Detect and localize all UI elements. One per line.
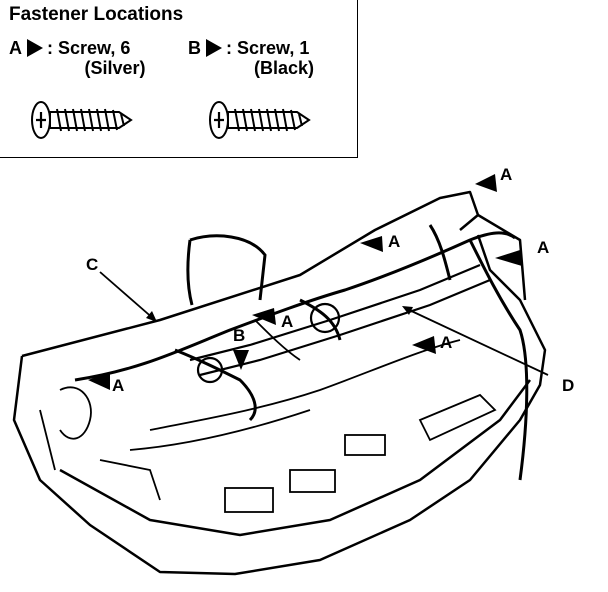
key-b-label: : Screw, 1 [226, 38, 310, 58]
fastener-arrows [88, 174, 522, 390]
legend-title: Fastener Locations [9, 4, 184, 25]
key-a-letter: A [9, 38, 22, 58]
key-b-note: (Black) [253, 58, 315, 78]
fastener-legend: Fastener Locations A: Screw, 6 (Silver) … [0, 0, 358, 158]
callout-a-right: A [537, 238, 550, 257]
callout-a-lower-mid: A [440, 333, 453, 352]
key-b-letter: B [188, 38, 201, 58]
arrow-a-right [495, 250, 522, 266]
arrow-a-lower-mid [412, 336, 436, 354]
callout-c: C [86, 255, 99, 274]
key-a-note: (Silver) [84, 58, 146, 78]
arrow-a-top [475, 174, 497, 192]
callout-a-top: A [500, 165, 513, 184]
arrowhead-icon [27, 39, 43, 57]
cross-beam [189, 263, 491, 384]
callout-a-upper-mid: A [388, 232, 401, 251]
key-a-label: : Screw, 6 [47, 38, 131, 58]
silver-screw-icon [30, 100, 133, 140]
dashboard-details [39, 319, 497, 513]
arrow-a-center [252, 308, 276, 325]
dashboard-outline [12, 190, 547, 576]
arrowhead-icon [206, 39, 222, 57]
arrow-a-upper-mid [360, 236, 383, 252]
callout-d: D [562, 376, 575, 395]
legend-key-b: B : Screw, 1 (Black) [188, 38, 360, 78]
arrow-b [233, 350, 249, 370]
legend-key-a: A : Screw, 6 (Silver) [9, 38, 181, 78]
wire-harness [74, 224, 529, 481]
callout-a-center: A [281, 312, 294, 331]
arrow-a-left [88, 372, 110, 390]
black-screw-icon [208, 100, 311, 140]
callout-a-left: A [112, 376, 125, 395]
leader-lines [99, 271, 549, 376]
callout-b: B [233, 326, 246, 345]
